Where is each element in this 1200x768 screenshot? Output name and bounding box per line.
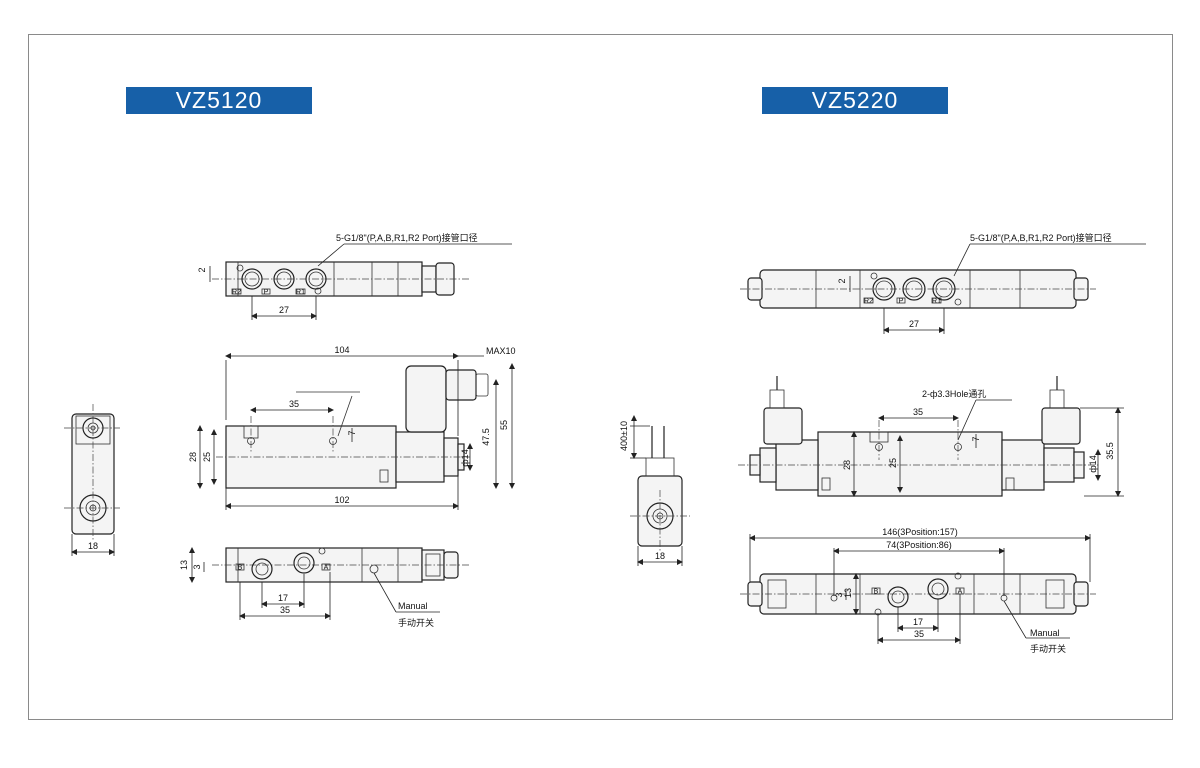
dim-35-left-bottom: 35 xyxy=(280,605,290,615)
dim-18-right: 18 xyxy=(655,551,665,561)
dim-102: 102 xyxy=(334,495,349,505)
vz5220-front-view: 35 2-ф3.3Hole通孔 28 25 7 ф14 35.5 xyxy=(738,376,1124,497)
dim-13-left: 13 xyxy=(179,560,189,570)
dim-55: 55 xyxy=(499,420,509,430)
dim-35-right: 35 xyxy=(913,407,923,417)
manual-label-cn-left: 手动开关 xyxy=(398,617,434,628)
dim-25-right: 25 xyxy=(888,458,898,468)
model-title-vz5120: VZ5120 xyxy=(126,87,312,114)
dim-17-right: 17 xyxy=(913,617,923,627)
dim-3-left: 3 xyxy=(192,564,202,569)
dim-d14-left: ф14 xyxy=(460,449,470,466)
port-label-a-right: A xyxy=(958,589,963,596)
port-label-p-right: P xyxy=(899,298,904,305)
hole-note: 2-ф3.3Hole通孔 xyxy=(922,389,986,399)
dim-35-right-bottom: 35 xyxy=(914,629,924,639)
dim-7-left: 7 xyxy=(347,430,357,435)
model-title-vz5220: VZ5220 xyxy=(762,87,948,114)
port-label-b-right: B xyxy=(874,589,879,596)
port-label-a-left: A xyxy=(324,565,329,572)
manual-label-cn-right: 手动开关 xyxy=(1030,643,1066,654)
vz5120-side-view: 18 xyxy=(64,404,120,556)
dim-25-left: 25 xyxy=(202,452,212,462)
dim-35-5: 35.5 xyxy=(1105,442,1115,460)
dim-35-left: 35 xyxy=(289,399,299,409)
port-label-p: P xyxy=(264,289,269,296)
drawing-frame xyxy=(28,34,1173,720)
port-note-right: 5-G1/8"(P,A,B,R1,R2 Port)接管口径 xyxy=(970,232,1112,243)
vz5220-top-view: R2 P R1 2 27 5-G1/8"(P,A,B,R1,R2 Port)接管… xyxy=(740,232,1146,334)
manual-label-right: Manual xyxy=(1030,628,1060,638)
dim-2-right: 2 xyxy=(837,278,847,283)
dim-27-right: 27 xyxy=(909,319,919,329)
port-label-r2: R2 xyxy=(232,289,241,296)
dim-28-right: 28 xyxy=(842,460,852,470)
dim-18-left: 18 xyxy=(88,541,98,551)
dim-max10: MAX10 xyxy=(486,346,516,356)
dim-7-right: 7 xyxy=(971,436,981,441)
vz5120-top-view: R2 P R1 2 27 5-G1/8"(P,A,B,R1,R2 Port)接管… xyxy=(197,232,512,320)
port-label-b-left: B xyxy=(238,565,243,572)
dim-17-left: 17 xyxy=(278,593,288,603)
port-note-left: 5-G1/8"(P,A,B,R1,R2 Port)接管口径 xyxy=(336,232,478,243)
port-label-r1: R1 xyxy=(296,289,305,296)
dim-400: 400±10 xyxy=(619,421,629,451)
dim-104: 104 xyxy=(334,345,349,355)
manual-label-left: Manual xyxy=(398,601,428,611)
dim-13-right: 13 xyxy=(843,588,853,598)
port-label-r1-right: R1 xyxy=(932,298,941,305)
vz5120-front-view: 104 MAX10 35 28 25 7 ф14 47.5 55 102 xyxy=(188,345,516,510)
dim-d14-right: ф14 xyxy=(1088,455,1098,472)
vz5220-side-view: 400±10 18 xyxy=(619,415,690,566)
dim-146: 146(3Position:157) xyxy=(882,527,958,537)
port-label-r2-right: R2 xyxy=(864,298,873,305)
vz5220-bottom-view: B A 146(3Position:157) 74(3Position:86) … xyxy=(740,527,1096,654)
dim-47-5: 47.5 xyxy=(481,428,491,446)
dim-3-right: 3 xyxy=(834,592,844,597)
dim-28-left: 28 xyxy=(188,452,198,462)
dim-74: 74(3Position:86) xyxy=(886,540,952,550)
vz5120-bottom-view: B A 13 3 17 35 Manual 手动开关 xyxy=(179,547,470,628)
dim-27-left: 27 xyxy=(279,305,289,315)
dim-2-left: 2 xyxy=(197,267,207,272)
